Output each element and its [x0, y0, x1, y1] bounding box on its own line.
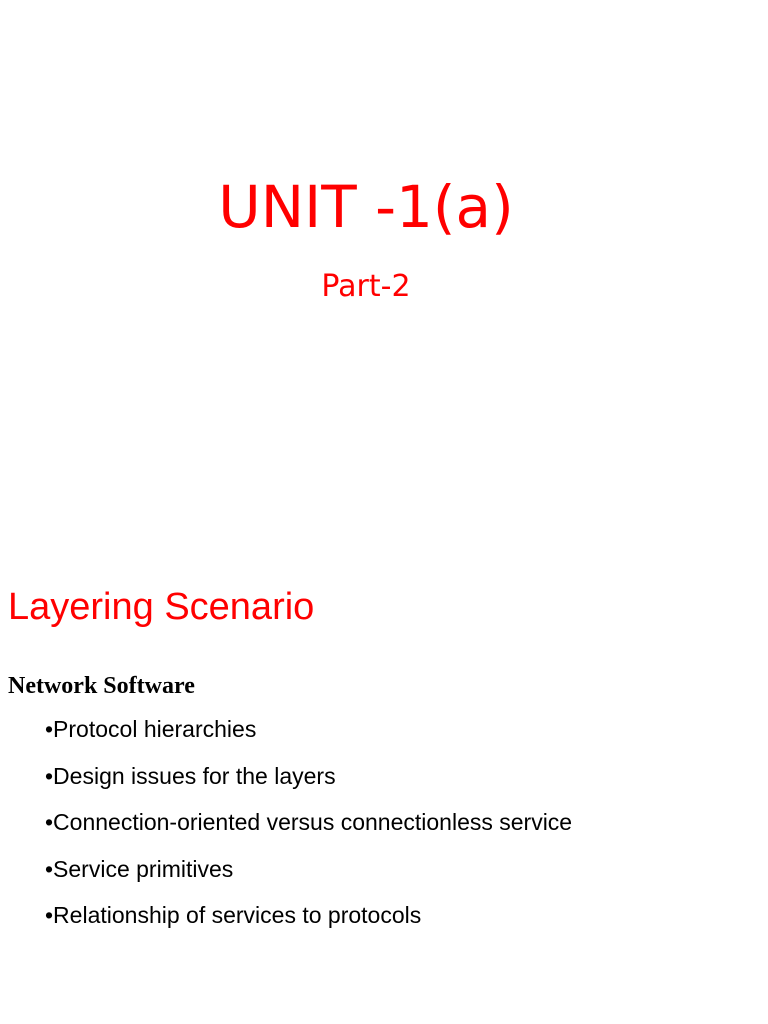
section-heading: Network Software [8, 673, 195, 699]
content-slide: Layering Scenario Network Software •Prot… [0, 512, 768, 1024]
bullet-list: •Protocol hierarchies •Design issues for… [45, 718, 572, 951]
title-slide: UNIT -1(a) Part-2 [218, 173, 514, 304]
unit-title: UNIT -1(a) [218, 173, 514, 241]
bullet-item: •Service primitives [45, 855, 234, 882]
section-title: Layering Scenario [8, 586, 315, 628]
bullet-item: •Relationship of services to protocols [45, 902, 422, 928]
bullet-item: •Protocol hierarchies [45, 716, 257, 742]
unit-subtitle: Part-2 [321, 269, 411, 304]
bullet-item: •Connection-oriented versus connectionle… [45, 809, 573, 835]
bullet-item: •Design issues for the layers [45, 762, 336, 789]
